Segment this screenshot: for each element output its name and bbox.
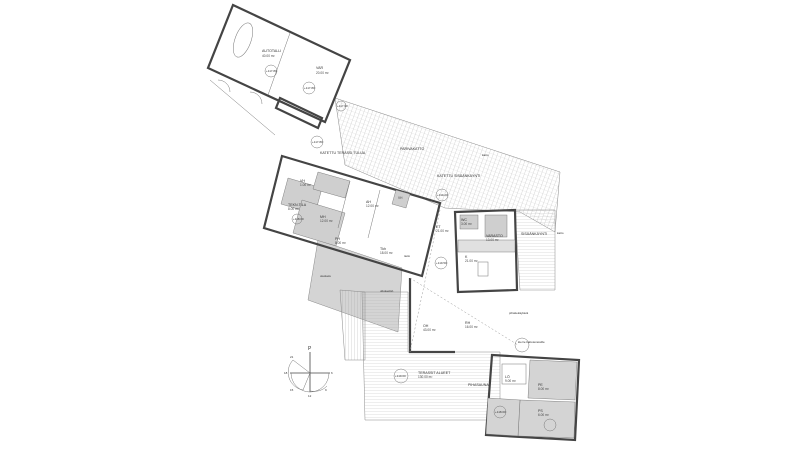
terrace-area: 130.00 m² (418, 375, 432, 379)
room-label: ET (436, 225, 441, 229)
room-label: VH (398, 196, 403, 200)
room-label: VH (300, 179, 305, 183)
sauna-room-area: 8.00 m² (538, 387, 549, 391)
terrace-elevation: +119.00 (395, 374, 406, 378)
side-deck (339, 289, 366, 361)
room-label: WC (461, 218, 467, 222)
sauna-room-label: PE (538, 383, 543, 387)
garage-label: AUTOTALLI (262, 49, 281, 53)
room-area: 12.00 m² (320, 219, 333, 223)
room-area: 21.00 m² (436, 229, 449, 233)
room-area: 3.00 m² (461, 222, 472, 226)
svg-text:12: 12 (308, 394, 312, 398)
stair-label: SISÄÄNKÄYNTI (521, 232, 547, 236)
room-label: OH (423, 324, 429, 328)
svg-text:+119.50: +119.50 (436, 261, 447, 265)
room-label: Tkh (380, 247, 386, 251)
slope-label: pihatiekäytävä (509, 311, 529, 315)
sauna-room-label: PS (538, 409, 543, 413)
room-label: PH (335, 237, 340, 241)
covered-deck-label: KATETTU SISÄÄNKÄYNTI (437, 174, 480, 178)
room-label: AH (366, 200, 371, 204)
svg-text:6: 6 (331, 371, 333, 375)
sauna (484, 353, 581, 442)
sauna-label: PIHASAUNA (468, 383, 489, 387)
room-area: 8.00 m² (288, 207, 299, 211)
compass-north: P (308, 346, 312, 352)
sauna-room-area: 9.00 m² (505, 379, 516, 383)
svg-text:+117.90: +117.90 (337, 104, 348, 108)
path-label: tietä (404, 254, 410, 258)
room-label: RH (465, 321, 471, 325)
sauna-room-label: LÖ (505, 375, 510, 379)
svg-text:+118.00: +118.00 (293, 217, 304, 221)
svg-text:+119.20: +119.20 (437, 193, 448, 197)
svg-text:9: 9 (325, 388, 327, 392)
storage-elevation: +117.80 (304, 86, 315, 90)
svg-text:15: 15 (290, 388, 294, 392)
svg-text:21: 21 (290, 355, 294, 359)
room-area: 16.00 m² (465, 325, 478, 329)
covered-terrace-label: KATETTU TERASSI TULIJA (320, 151, 366, 155)
garage-elevation: +117.80 (266, 69, 277, 73)
room-label: K (465, 255, 468, 259)
bedroom-wing (262, 154, 442, 278)
room-label: VARASTO (486, 234, 503, 238)
porch-label: ulkokeittiö (380, 289, 394, 293)
sauna-elevation: +118.00 (495, 410, 506, 414)
patio-label: oleskelu (320, 274, 331, 278)
svg-text:18: 18 (284, 371, 288, 375)
room-area: 13.00 m² (486, 238, 499, 242)
room-label: TEKN.TILA (288, 203, 307, 207)
right-stairs (514, 209, 556, 291)
storage-label: VAR (316, 66, 324, 70)
room-label: MH (320, 215, 326, 219)
lower-deck (361, 291, 501, 421)
spiral-stair-label: kierre kattoterassille (518, 340, 545, 344)
room-area: 43.00 m² (423, 328, 436, 332)
pergola-label: PARIVAKATTO (400, 147, 424, 151)
room-area: 18.00 m² (380, 251, 393, 255)
sauna-room-area: 6.00 m² (538, 413, 549, 417)
room-area: 21.00 m² (465, 259, 478, 263)
room-area: 1.00 m² (300, 183, 311, 187)
storage-area: 20.00 m² (316, 71, 329, 75)
compass-rose: P 21 18 6 15 12 9 (284, 346, 333, 398)
living-wing (408, 208, 530, 354)
roof-note: katto (482, 153, 489, 157)
elevation-markers: +117.80 +119.20 +119.50 +118.00 +117.90 (291, 100, 449, 270)
room-area: 12.00 m² (366, 204, 379, 208)
room-area: 8.00 m² (335, 241, 346, 245)
garage (206, 3, 352, 136)
svg-text:+117.80: +117.80 (312, 140, 323, 144)
roof-note: katto (557, 231, 564, 235)
garage-area: 40.00 m² (262, 54, 275, 58)
terrace-label: TERASSIT ALUEET (418, 371, 451, 375)
